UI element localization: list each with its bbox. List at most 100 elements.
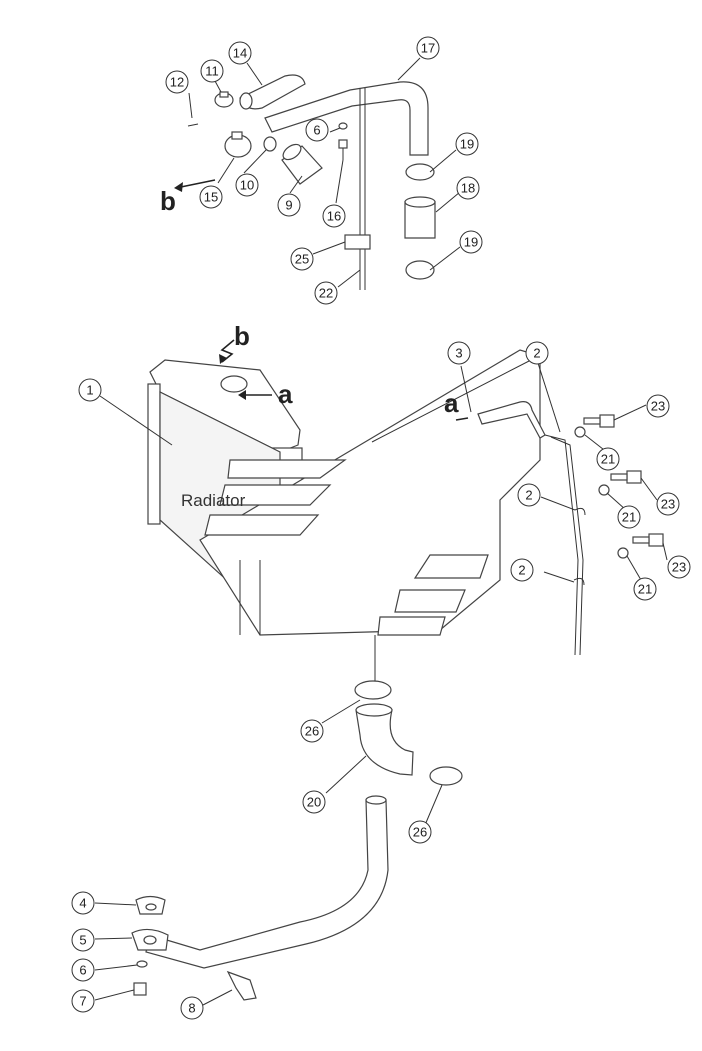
radiator-assembly: Radiator (147, 349, 541, 636)
upper-hose-assembly (187, 74, 436, 290)
short-hose-9-end (282, 143, 302, 161)
lower-hose-assembly (354, 680, 463, 786)
callout-23-b: 23 (656, 492, 680, 516)
svg-text:19: 19 (464, 235, 478, 250)
bracket-2-b (574, 507, 586, 516)
radiator-label: Radiator (181, 491, 246, 510)
svg-text:20: 20 (307, 795, 321, 810)
callout-2-b: 2 (517, 483, 541, 507)
bolt-7 (133, 982, 147, 996)
svg-text:22: 22 (319, 286, 333, 301)
svg-text:18: 18 (461, 181, 475, 196)
callout-22: 22 (314, 281, 338, 305)
clamp-19-top (405, 163, 435, 181)
svg-text:16: 16 (327, 209, 341, 224)
stay-rod (544, 434, 579, 656)
pin-12 (187, 123, 199, 127)
bolt-16-head (338, 139, 348, 149)
callout-19-bottom: 19 (459, 230, 483, 254)
lower-hose-20 (355, 709, 414, 776)
svg-text:21: 21 (601, 452, 615, 467)
svg-text:21: 21 (622, 510, 636, 525)
fin-2 (219, 484, 332, 506)
callout-8: 8 (180, 996, 204, 1020)
clamp-11-screw (219, 91, 229, 98)
callout-2-c: 2 (510, 558, 534, 582)
callout-26-top: 26 (300, 719, 324, 743)
bottom-pipe-assembly (131, 795, 389, 1001)
svg-text:19: 19 (460, 137, 474, 152)
hose-14-end (239, 92, 253, 110)
callout-26-bottom: 26 (408, 820, 432, 844)
fin-5 (394, 589, 466, 613)
elbow-8 (226, 970, 257, 1001)
leader-lines (94, 57, 668, 1006)
svg-text:17: 17 (421, 41, 435, 56)
reference-arrows (174, 179, 469, 421)
svg-text:21: 21 (638, 582, 652, 597)
reference-letters: a a b b (160, 186, 459, 418)
overflow-assembly (477, 401, 664, 656)
svg-text:7: 7 (79, 994, 86, 1009)
svg-text:23: 23 (651, 399, 665, 414)
fin-1 (227, 459, 347, 479)
svg-text:4: 4 (79, 896, 86, 911)
radiator-cap (220, 375, 248, 393)
svg-text:12: 12 (170, 75, 184, 90)
callout-9: 9 (277, 193, 301, 217)
callout-18: 18 (456, 176, 480, 200)
water-pipe-end (365, 795, 387, 805)
svg-text:10: 10 (240, 178, 254, 193)
hose-18-top (404, 196, 436, 208)
stay-rod-b (550, 436, 584, 656)
svg-text:6: 6 (313, 123, 320, 138)
clamp-15-screw (231, 131, 243, 140)
svg-text:23: 23 (672, 560, 686, 575)
washer-21-c (617, 547, 629, 559)
callout-23-a: 23 (646, 394, 670, 418)
svg-text:3: 3 (455, 346, 462, 361)
callout-10: 10 (235, 173, 259, 197)
clamp-26-top (354, 680, 392, 700)
callout-7: 7 (71, 989, 95, 1013)
svg-text:9: 9 (285, 198, 292, 213)
fin-6 (377, 616, 446, 636)
upper-hose-17 (264, 81, 429, 156)
clamp-19-bottom (405, 260, 435, 280)
svg-text:26: 26 (305, 724, 319, 739)
callout-21-c: 21 (633, 577, 657, 601)
svg-text:26: 26 (413, 825, 427, 840)
svg-text:15: 15 (204, 190, 218, 205)
svg-text:6: 6 (79, 963, 86, 978)
ref-letter-b-radiator: b (234, 321, 250, 351)
callout-17: 17 (416, 36, 440, 60)
callout-11: 11 (200, 59, 224, 83)
washer-6-bottom (136, 960, 148, 968)
bracket-25 (344, 234, 371, 250)
callout-25: 25 (290, 247, 314, 271)
callout-23-c: 23 (667, 555, 691, 579)
svg-text:1: 1 (86, 383, 93, 398)
hose-20-top (355, 703, 393, 717)
callout-21-b: 21 (617, 505, 641, 529)
svg-text:25: 25 (295, 252, 309, 267)
ring-10 (263, 136, 277, 152)
callout-20: 20 (302, 790, 326, 814)
callout-1: 1 (78, 378, 102, 402)
svg-text:5: 5 (79, 933, 86, 948)
ref-letter-a-radiator: a (278, 379, 293, 409)
washer-21-b (598, 484, 610, 496)
clamp-26-bottom (429, 766, 463, 786)
fin-3 (204, 514, 320, 536)
callout-4: 4 (71, 891, 95, 915)
callout-6-bottom: 6 (71, 958, 95, 982)
svg-text:14: 14 (233, 46, 247, 61)
svg-text:8: 8 (188, 1001, 195, 1016)
svg-text:11: 11 (205, 64, 219, 79)
washer-6-top (338, 122, 348, 130)
svg-text:2: 2 (518, 563, 525, 578)
bolt-23-a (583, 414, 615, 428)
washer-21-a (574, 426, 586, 438)
fin-4 (413, 554, 489, 579)
